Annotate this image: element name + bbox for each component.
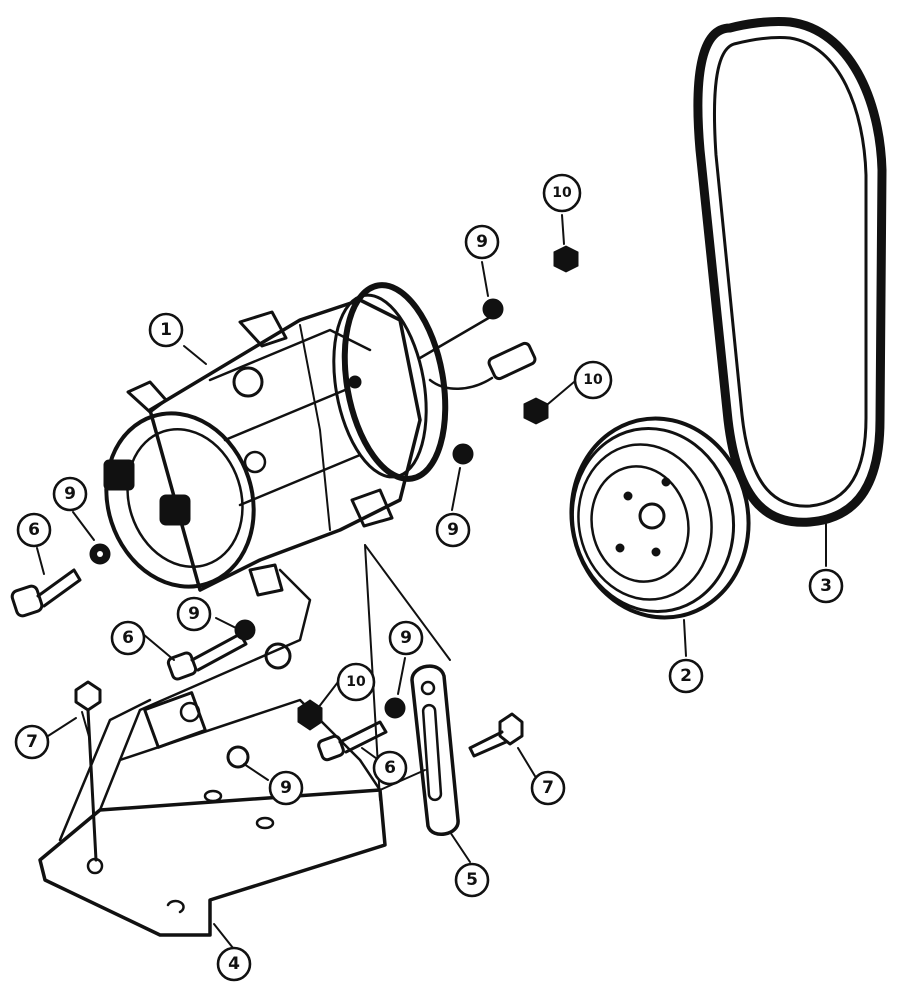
svg-text:2: 2	[680, 666, 692, 686]
adjusting-strap	[379, 664, 460, 836]
svg-text:9: 9	[280, 778, 292, 798]
callout-mounting-bracket: 4	[216, 946, 252, 982]
callout-bolt-strap: 7	[530, 770, 566, 806]
callout-washer-left: 9	[52, 476, 88, 512]
nut-right	[523, 397, 549, 425]
callout-adjusting-strap: 5	[454, 862, 490, 898]
svg-text:9: 9	[64, 484, 76, 504]
washer-top	[482, 298, 504, 320]
callout-bolt-bracket: 7	[14, 724, 50, 760]
svg-text:9: 9	[476, 232, 488, 252]
svg-text:3: 3	[820, 576, 832, 596]
callout-pulley: 2	[668, 658, 704, 694]
mounting-bracket	[38, 544, 451, 937]
svg-text:9: 9	[188, 604, 200, 624]
svg-text:10: 10	[346, 674, 366, 690]
callout-bolt-middle: 6	[110, 620, 146, 656]
callout-washer-top: 9	[464, 224, 500, 260]
callout-nut-lower: 10	[336, 662, 376, 702]
nut-lower	[297, 699, 323, 731]
callout-compressor: 1	[148, 312, 184, 348]
bolt-bracket	[74, 680, 102, 862]
washer-middle	[234, 619, 292, 670]
callout-washer-middle: 9	[176, 596, 212, 632]
bolt-middle	[166, 632, 248, 681]
clutch-wire-connector	[418, 314, 537, 390]
washer-left	[89, 543, 111, 565]
bolt-left	[10, 568, 82, 618]
washer-lower	[226, 745, 250, 769]
svg-text:6: 6	[28, 520, 40, 540]
pulley	[569, 416, 751, 620]
svg-text:10: 10	[583, 372, 603, 388]
bolt-lower	[317, 720, 388, 762]
svg-text:7: 7	[542, 778, 554, 798]
callout-bolt-left: 6	[16, 512, 52, 548]
svg-text:4: 4	[228, 954, 240, 974]
bolt-strap	[468, 712, 524, 758]
svg-text:1: 1	[160, 320, 172, 340]
svg-text:5: 5	[466, 870, 478, 890]
svg-text:6: 6	[384, 758, 396, 778]
svg-text:9: 9	[447, 520, 459, 540]
callout-washer-strap: 9	[388, 620, 424, 656]
callout-washer-lower: 9	[268, 770, 304, 806]
drive-belt	[693, 17, 887, 527]
washer-right	[452, 443, 474, 465]
callout-belt: 3	[808, 568, 844, 604]
compressor	[103, 282, 449, 597]
svg-text:9: 9	[400, 628, 412, 648]
callout-nut-top: 10	[542, 173, 582, 213]
svg-text:6: 6	[122, 628, 134, 648]
callout-bolt-lower: 6	[372, 750, 408, 786]
callout-washer-right: 9	[435, 512, 471, 548]
callout-nut-right: 10	[573, 360, 613, 400]
nut-top	[553, 245, 579, 273]
washer-strap	[384, 697, 406, 719]
svg-text:10: 10	[552, 185, 572, 201]
svg-text:7: 7	[26, 732, 38, 752]
